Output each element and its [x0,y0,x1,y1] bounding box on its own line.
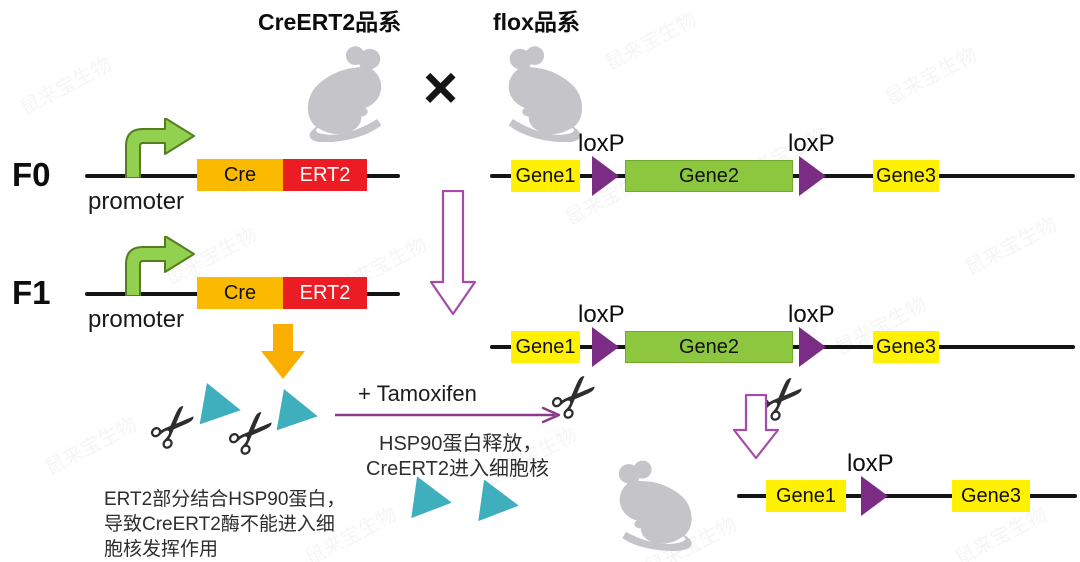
loxp-triangle [799,156,826,196]
promoter-arrow-icon [125,236,195,296]
flox-strain-title: flox品系 [493,9,580,35]
watermark-text: 鼠来宝生物 [41,413,141,480]
creert2-nucleus-text: CreERT2进入细胞核 [366,458,549,480]
gene2-box: Gene2 [625,331,793,363]
gene2-box: Gene2 [625,160,793,192]
creert2-strain-title: CreERT2品系 [258,9,402,35]
loxp-triangle [799,327,826,367]
gene1-box: Gene1 [511,160,580,192]
watermark-text: 鼠来宝生物 [961,213,1061,280]
dna-line [737,494,1077,498]
mouse-icon [618,460,692,551]
cre-box: Cre [197,159,283,191]
loxp-label: loxP [847,450,894,477]
cross-progeny-arrow-icon [429,190,477,316]
watermark-text: 鼠来宝生物 [601,8,701,75]
mouse-icon [307,46,382,142]
note-line-3: 胞核发挥作用 [104,539,219,560]
watermark-text: 鼠来宝生物 [16,53,116,120]
hsp90-release-text: HSP90蛋白释放， [379,433,543,455]
gene1-box: Gene1 [511,331,580,363]
f1-label: F1 [12,274,51,311]
note-line-2: 导致CreERT2酶不能进入细 [104,514,335,535]
loxp-triangle [861,476,888,516]
loxp-label: loxP [788,301,835,328]
excision-arrow-icon [732,394,780,460]
loxp-label: loxP [578,301,625,328]
expression-arrow-icon [261,324,305,379]
hsp90-triangle-icon [411,476,455,524]
loxp-label: loxP [788,130,835,157]
ert2-box: ERT2 [283,159,367,191]
tamoxifen-arrow-icon [335,406,561,424]
loxp-label: loxP [578,130,625,157]
gene3-box: Gene3 [873,160,939,192]
mouse-icon [508,46,583,142]
promoter-label: promoter [88,188,185,215]
promoter-label: promoter [88,306,185,333]
tamoxifen-label: + Tamoxifen [358,381,477,406]
gene1-box: Gene1 [766,480,846,512]
scissors-icon: ✂ [133,385,216,469]
f0-label: F0 [12,156,51,193]
loxp-triangle [592,327,619,367]
gene3-box: Gene3 [873,331,939,363]
promoter-arrow-icon [125,118,195,178]
hsp90-triangle-icon [478,479,522,527]
watermark-text: 鼠来宝生物 [881,43,981,110]
gene3-box: Gene3 [952,480,1030,512]
ert2-box: ERT2 [283,277,367,309]
note-line-1: ERT2部分结合HSP90蛋白， [104,489,346,510]
cross-icon: × [423,54,459,121]
loxp-triangle [592,156,619,196]
ert2-hsp90-note: ERT2部分结合HSP90蛋白， 导致CreERT2酶不能进入细 胞核发挥作用 [104,487,345,562]
cre-box: Cre [197,277,283,309]
